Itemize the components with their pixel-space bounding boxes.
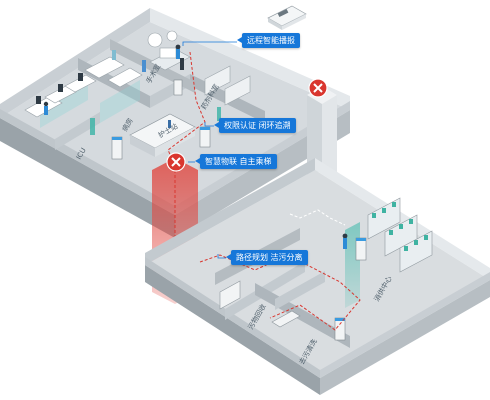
callout-remote-broadcast: 远程智能播报 bbox=[237, 33, 300, 48]
callout-permission-auth: 权限认证 闭环追溯 bbox=[214, 118, 296, 133]
callout-path-planning: 路径规划 洁污分离 bbox=[226, 250, 308, 265]
ward-beds bbox=[84, 50, 143, 88]
no-entry-icon bbox=[308, 78, 328, 98]
nurse-station-desk bbox=[129, 113, 196, 157]
lower-route-white bbox=[289, 209, 346, 226]
callout-leaders bbox=[182, 41, 237, 259]
glass-wall bbox=[100, 80, 140, 123]
robot-cart bbox=[355, 237, 367, 261]
icu-beds bbox=[24, 73, 97, 118]
upper-floor: ICU 护士站 病房 手术室 药剂科室 bbox=[0, 8, 350, 238]
partition-wall bbox=[55, 112, 100, 150]
distribution-center-shelves bbox=[367, 197, 433, 273]
lower-floor: 消供中心 污物回收 去污清洗 bbox=[145, 158, 490, 395]
robot-cart bbox=[334, 317, 346, 341]
elevator-tower-right bbox=[307, 86, 337, 179]
pharmacy-shelves bbox=[204, 65, 251, 106]
broadcast-device-icon bbox=[267, 5, 307, 30]
partition-wall bbox=[110, 39, 195, 93]
robot-cart bbox=[111, 79, 211, 160]
callout-smart-iot: 智慧物联 自主乘梯 bbox=[195, 154, 277, 169]
no-entry-icon bbox=[166, 152, 186, 172]
